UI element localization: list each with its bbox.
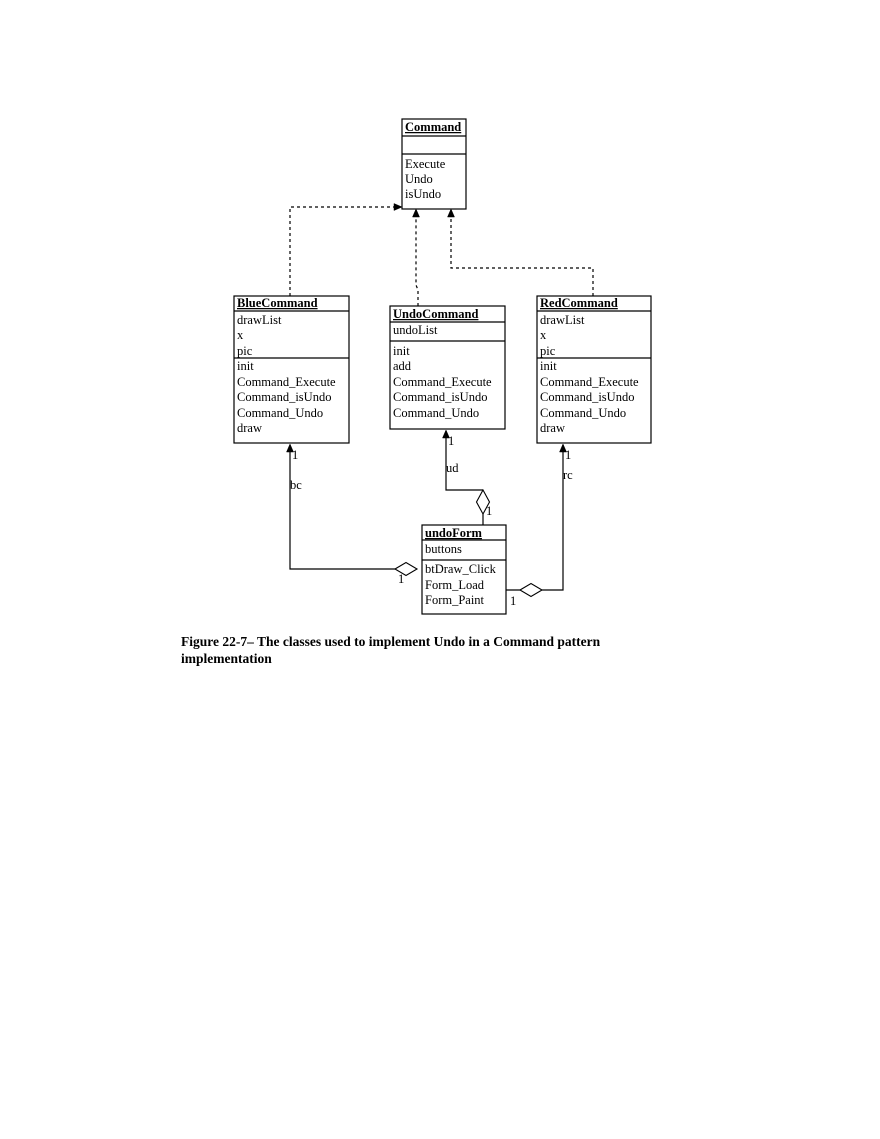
realization-redcommand-arrowhead [447,208,455,218]
class-method: isUndo [405,187,441,201]
class-attribute: buttons [425,542,462,556]
association-rc [506,451,564,591]
class-attribute: pic [237,344,253,358]
association-bc [289,451,395,570]
realization-bluecommand-command [289,206,396,296]
class-attribute: drawList [237,313,282,327]
class-attribute: x [237,328,244,342]
class-attribute: x [540,328,547,342]
class-method: Form_Paint [425,593,485,607]
class-box-redcommand: RedCommand drawList x pic init Command_E… [536,295,652,444]
association-ud-arrowhead [442,429,450,439]
multiplicity-rc-source: 1 [510,594,516,608]
class-name-command: Command [405,120,461,134]
class-method: Undo [405,172,433,186]
multiplicity-bc-target: 1 [292,448,298,462]
realization-undocommand-arrowhead [412,208,420,218]
class-method: init [237,359,254,373]
class-method: Form_Load [425,578,485,592]
role-label-ud: ud [446,461,459,475]
class-box-bluecommand: BlueCommand drawList x pic init Command_… [233,295,350,444]
multiplicity-ud-source: 1 [486,504,492,518]
class-box-undocommand-frame [389,305,506,430]
class-method: init [540,359,557,373]
multiplicity-bc-source: 1 [398,572,404,586]
class-method: draw [237,421,262,435]
class-name-undocommand: UndoCommand [393,307,478,321]
class-method: draw [540,421,565,435]
realization-undocommand-command [415,216,419,306]
class-method: Command_Execute [540,375,639,389]
class-box-redcommand-frame [536,295,652,444]
multiplicity-ud-target: 1 [448,434,454,448]
association-ud [445,437,484,525]
association-bc-arrowhead [286,443,294,453]
association-bc-diamond [393,561,419,577]
class-box-undoform: undoForm buttons btDraw_Click Form_Load … [421,524,507,615]
class-method: Execute [405,157,446,171]
figure-caption-line-2: implementation [181,651,272,666]
class-attribute: undoList [393,323,438,337]
multiplicity-rc-target: 1 [565,448,571,462]
class-box-undocommand: UndoCommand undoList init add Command_Ex… [389,305,506,430]
class-attribute: drawList [540,313,585,327]
association-rc-diamond [518,582,544,598]
class-method: Command_Undo [393,406,479,420]
class-method: add [393,359,412,373]
class-method: init [393,344,410,358]
class-name-redcommand: RedCommand [540,296,618,310]
class-box-command-frame [401,118,467,210]
class-name-undoform: undoForm [425,526,483,540]
class-method: Command_Undo [540,406,626,420]
class-method: Command_Execute [393,375,492,389]
class-method: btDraw_Click [425,562,497,576]
realization-redcommand-command [450,216,594,296]
association-rc-arrowhead [559,443,567,453]
class-method: Command_isUndo [540,390,634,404]
role-label-rc: rc [563,468,573,482]
class-method: Command_isUndo [393,390,487,404]
role-label-bc: bc [290,478,302,492]
class-name-bluecommand: BlueCommand [237,296,318,310]
class-box-bluecommand-frame [233,295,350,444]
class-method: Command_Undo [237,406,323,420]
class-method: Command_Execute [237,375,336,389]
association-ud-diamond [475,488,491,516]
figure-caption-line-1: Figure 22-7– The classes used to impleme… [181,634,601,649]
realization-bluecommand-arrowhead [393,203,403,211]
figure-caption: Figure 22-7– The classes used to impleme… [181,633,681,667]
class-attribute: pic [540,344,556,358]
class-box-command: Command Execute Undo isUndo [401,118,467,210]
class-method: Command_isUndo [237,390,331,404]
